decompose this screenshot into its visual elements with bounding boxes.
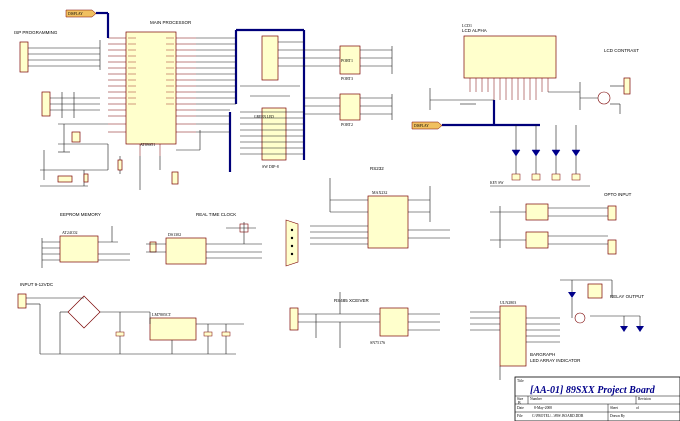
lcd-block: LCD ALPHA LCD1 LCD CONTRAST DISPLAY [411, 23, 639, 187]
lcd-contrast-label: LCD CONTRAST [604, 48, 639, 53]
opto-coupler-1 [525, 203, 549, 221]
rtc-crystal [149, 241, 157, 253]
isp-label: ISP PROGRAMMING [14, 30, 58, 35]
regulator-chip [149, 317, 197, 341]
transistor-q [171, 171, 179, 185]
main-processor-label: MAIN PROCESSOR [150, 20, 192, 25]
relay-output-label: RELAY OUTPUT [610, 294, 644, 299]
reset-switch [57, 175, 73, 183]
regulator-part: LM7805CT [152, 312, 172, 317]
pullup-resistor [117, 159, 123, 171]
opto-connector-1 [607, 205, 617, 221]
opto-coupler-2 [525, 231, 549, 249]
input-power-label: INPUT 9-12VDC [20, 282, 54, 287]
file-value: C:\PROTEL\...\89S\ BOARD.DDB [532, 414, 584, 418]
lcd-alpha-label: LCD ALPHA [462, 28, 487, 33]
power-block: INPUT 9-12VDC LM7805CT [17, 282, 244, 355]
mcu-chip [125, 31, 177, 145]
rs485-chip [379, 307, 409, 337]
opto-input-label: OPTO INPUT [604, 192, 632, 197]
project-title: [AA-01] 89SXX Project Board [530, 385, 656, 396]
opto-block: OPTO INPUT [490, 192, 632, 255]
drawn-by-header: Drawn By [610, 414, 625, 418]
eeprom-label: EEPROM MEMORY [60, 212, 101, 217]
size-header: Size [517, 397, 524, 401]
isp-connector [19, 41, 29, 73]
display-tag-label: DISPLAY [68, 12, 83, 16]
rtc-part: DS1302 [168, 232, 181, 237]
rtc-label: REAL TIME CLOCK [196, 212, 236, 217]
isp-block: ISP PROGRAMMING [14, 30, 101, 118]
rs485-connector [289, 307, 299, 331]
port2-label: PORT2 [341, 122, 353, 127]
port3-header [339, 45, 361, 75]
lcd-part: LCD1 [462, 23, 472, 28]
backlight-transistor [597, 91, 611, 105]
bridge-rectifier [67, 295, 101, 329]
keypad-label: KEY SW [490, 181, 504, 185]
led-array-label: LED ARRAY INDICATOR [530, 358, 581, 363]
title-block: Title [AA-01] 89SXX Project Board Size B… [514, 376, 680, 421]
green-led-label: GREEN LED [254, 115, 274, 119]
mcu-part: AT89S51 [140, 142, 155, 147]
size-value: B [518, 400, 521, 405]
reset-resistor [83, 173, 89, 183]
number-header: Number [530, 397, 543, 401]
lcd-module [463, 35, 557, 79]
max232-chip [367, 195, 409, 249]
port1-label: PORT1 [341, 58, 353, 63]
sheet-of: of [636, 406, 640, 410]
crystal [71, 131, 81, 143]
bargraph-chip [499, 305, 527, 367]
date-header: Date [517, 406, 524, 410]
display-net-tag [65, 9, 97, 18]
port3-label: PORT3 [341, 76, 353, 81]
main-processor-block: MAIN PROCESSOR AT89S51 [40, 9, 306, 190]
rtc-chip [165, 237, 207, 265]
revision-header: Revision [638, 397, 651, 401]
relay-driver-transistor [574, 312, 586, 324]
opto-connector-2 [607, 239, 617, 255]
rs232-label: RS232 [370, 166, 384, 171]
eeprom-block: EEPROM MEMORY AT24C02 [41, 212, 130, 268]
rtc-battery [239, 223, 249, 233]
port2-header [339, 93, 361, 121]
rs485-block: RS485 XCEIVER SN75176 [289, 292, 440, 348]
com-connector [41, 91, 51, 117]
sheet-header: Sheet [610, 406, 618, 410]
title-header: Title [517, 379, 524, 383]
rtc-block: REAL TIME CLOCK DS1302 [146, 212, 262, 265]
power-connector [17, 293, 27, 309]
rs232-block: RS232 MAX232 [285, 166, 450, 267]
file-header: File [517, 414, 523, 418]
max232-part: MAX232 [372, 190, 387, 195]
rs485-label: RS485 XCEIVER [334, 298, 370, 303]
eeprom-chip [59, 235, 99, 263]
contrast-pot [623, 77, 631, 95]
dip-switch-top [261, 35, 279, 81]
rs485-part: SN75176 [370, 340, 385, 345]
bargraph-block: ULN2803 BARGRAPH LED ARRAY INDICATOR REL… [470, 279, 644, 380]
date-value: 8-May-2008 [534, 406, 552, 410]
db9-connector [285, 219, 299, 267]
dip-and-ports: SW DIP-8 GREEN LED PORT3 PORT2 [240, 35, 393, 169]
relay [587, 283, 603, 299]
display-net-tag-right [411, 121, 443, 130]
bargraph-part: ULN2803 [500, 300, 516, 305]
display-tag-right-label: DISPLAY [414, 124, 429, 128]
dip-switch-8 [261, 107, 287, 161]
bargraph-label: BARGRAPH [530, 352, 555, 357]
eeprom-part: AT24C02 [62, 230, 78, 235]
sw-dip-label: SW DIP-8 [262, 164, 279, 169]
